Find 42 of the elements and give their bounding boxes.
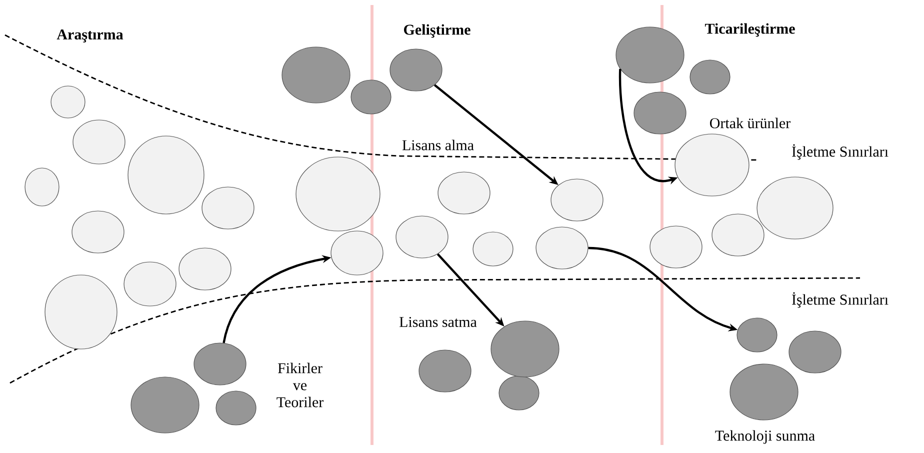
bubble: [330, 230, 384, 276]
stage-heading: Araştırma: [56, 30, 124, 42]
bubble: [616, 26, 684, 84]
bubble: [712, 214, 764, 256]
bubble: [674, 134, 750, 196]
bubble: [130, 376, 200, 434]
bubble: [756, 176, 834, 240]
boundary-label: İşletme Sınırları: [792, 144, 888, 160]
bubble: [634, 92, 686, 134]
bubble: [418, 350, 472, 392]
bubble: [650, 226, 702, 268]
bubble: [736, 318, 778, 352]
stage-heading: Geliştirme: [404, 24, 470, 38]
bubble: [202, 186, 254, 230]
bubble: [550, 178, 604, 222]
bubble: [72, 210, 124, 254]
bubble: [72, 120, 126, 164]
stage-heading: Ticarileştirme: [704, 23, 795, 37]
bubble: [788, 330, 842, 374]
bubble: [124, 262, 176, 306]
bubble: [350, 80, 392, 114]
bubble: [24, 168, 60, 206]
bubble: [498, 376, 540, 410]
text-label: Lisans satma: [400, 316, 477, 328]
bubble: [282, 46, 350, 104]
bubble: [730, 364, 798, 420]
bubble: [472, 232, 514, 266]
bubble: [216, 390, 256, 426]
bubble: [128, 136, 204, 214]
bubble: [536, 226, 588, 270]
bubble: [44, 274, 118, 350]
text-label: Ortak ürünler: [710, 118, 790, 128]
bubble: [690, 60, 730, 94]
bubble: [396, 216, 448, 258]
text-label: Lisans alma: [402, 140, 474, 150]
bubble: [438, 172, 490, 214]
boundary-label: İşletme Sınırları: [792, 292, 888, 308]
text-label: Fikirler ve Teoriler: [276, 362, 324, 408]
bubble: [178, 248, 232, 290]
bubble: [194, 342, 246, 386]
bubble: [390, 48, 442, 92]
bubble: [50, 86, 86, 118]
